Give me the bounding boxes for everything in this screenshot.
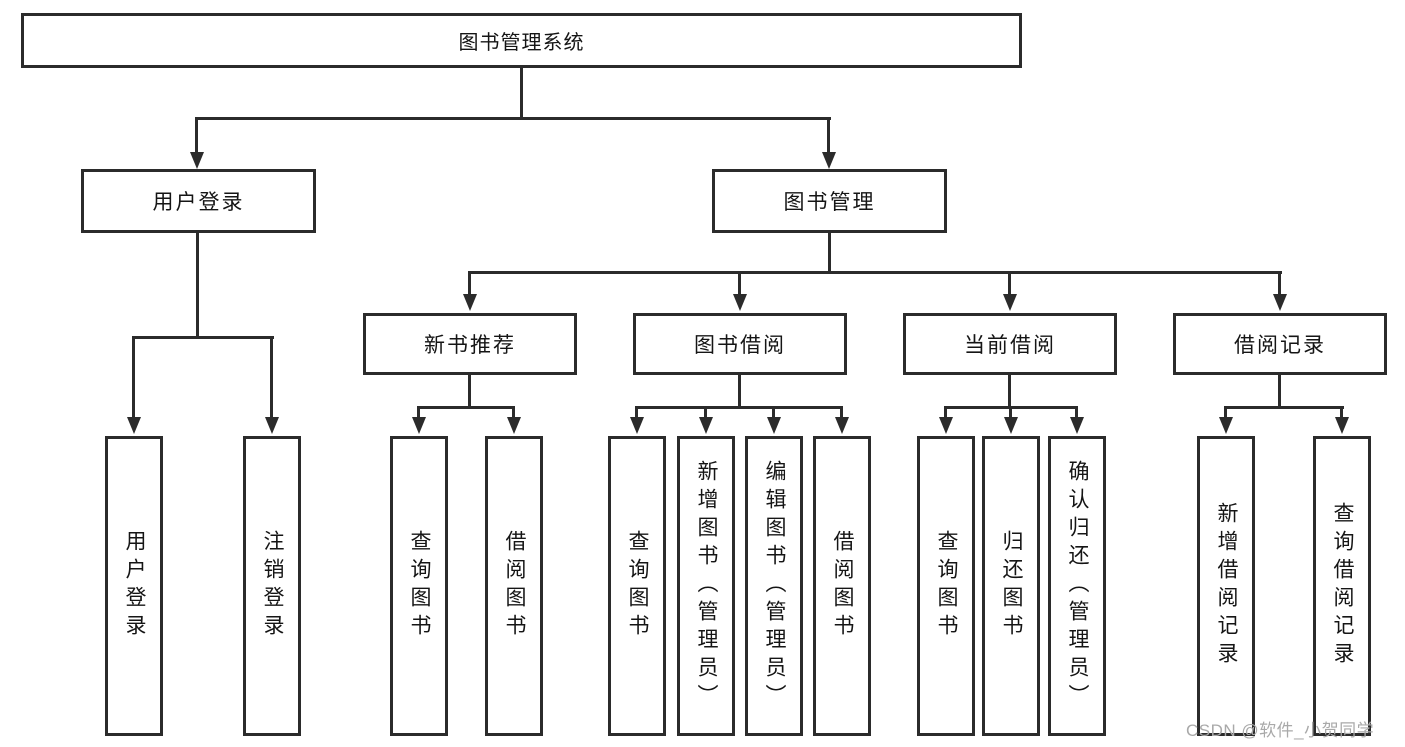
arrow-down	[733, 271, 747, 311]
arrow-down	[1003, 271, 1017, 311]
arrow-down	[412, 406, 426, 434]
leaf-add-borrow-record: 新增借阅记录	[1197, 436, 1255, 736]
leaf-confirm-return-admin: 确认归还（管理员）	[1048, 436, 1106, 736]
arrow-down	[1004, 406, 1018, 434]
node-library-management-system: 图书管理系统	[21, 13, 1022, 68]
node-current-borrowing: 当前借阅	[903, 313, 1117, 375]
arrow-down	[939, 406, 953, 434]
connector-hline	[132, 336, 274, 339]
arrow-down	[835, 406, 849, 434]
arrow-down	[507, 406, 521, 434]
node-new-book-recommendation: 新书推荐	[363, 313, 577, 375]
connector-hline	[1225, 406, 1344, 409]
connector-hline	[418, 406, 515, 409]
leaf-query-books-recommend: 查询图书	[390, 436, 448, 736]
connector-hline	[196, 117, 831, 120]
arrow-down	[1273, 271, 1287, 311]
arrow-down	[463, 271, 477, 311]
connector-vline	[196, 233, 199, 339]
arrow-down	[190, 117, 204, 169]
arrow-down	[127, 336, 141, 434]
arrow-down	[1335, 406, 1349, 434]
arrow-down	[1070, 406, 1084, 434]
leaf-borrow-books-borrowing: 借阅图书	[813, 436, 871, 736]
arrow-down	[1219, 406, 1233, 434]
leaf-query-books-current: 查询图书	[917, 436, 975, 736]
arrow-down	[767, 406, 781, 434]
node-user-login-branch: 用户登录	[81, 169, 316, 233]
leaf-query-borrow-record: 查询借阅记录	[1313, 436, 1371, 736]
node-borrowing-records: 借阅记录	[1173, 313, 1387, 375]
leaf-query-books-borrowing: 查询图书	[608, 436, 666, 736]
connector-hline	[468, 271, 1282, 274]
arrow-down	[630, 406, 644, 434]
node-book-management: 图书管理	[712, 169, 947, 233]
connector-vline	[520, 68, 523, 120]
connector-hline	[636, 406, 843, 409]
node-book-borrowing: 图书借阅	[633, 313, 847, 375]
connector-vline	[738, 375, 741, 409]
leaf-logout: 注销登录	[243, 436, 301, 736]
leaf-borrow-books-recommend: 借阅图书	[485, 436, 543, 736]
leaf-user-login: 用户登录	[105, 436, 163, 736]
connector-vline	[1278, 375, 1281, 409]
connector-vline	[828, 233, 831, 274]
csdn-watermark: CSDN @软件_小贺同学	[1186, 721, 1375, 740]
arrow-down	[822, 117, 836, 169]
leaf-add-books-admin: 新增图书（管理员）	[677, 436, 735, 736]
connector-vline	[468, 375, 471, 409]
arrow-down	[265, 336, 279, 434]
arrow-down	[699, 406, 713, 434]
leaf-return-books: 归还图书	[982, 436, 1040, 736]
leaf-edit-books-admin: 编辑图书（管理员）	[745, 436, 803, 736]
connector-vline	[1008, 375, 1011, 409]
